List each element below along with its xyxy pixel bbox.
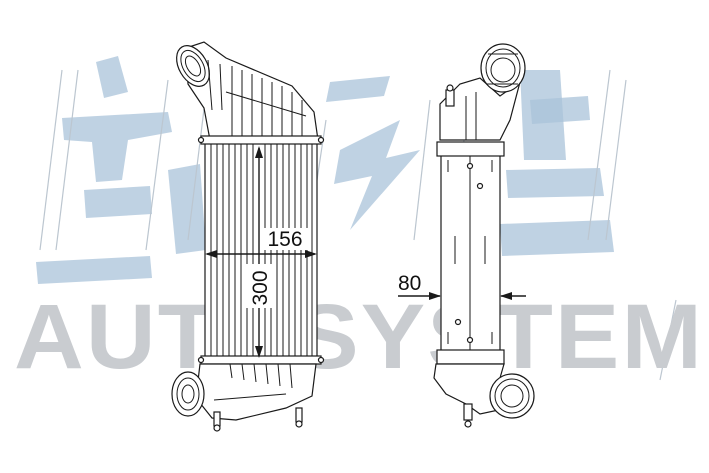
intercooler-front-view: 300 156 [171,41,325,432]
dimension-height: 300 [244,146,274,358]
side-top-inlet [439,43,526,141]
dimension-depth: 80 [398,272,526,300]
watermark-brand-text: AUTOSYSTEM [14,286,704,388]
side-bottom-outlet [433,363,535,428]
watermark-emblem [36,56,614,284]
front-top-inlet [176,41,319,141]
intercooler-side-view: 80 [398,43,535,428]
depth-dimension-label: 80 [398,272,421,295]
watermark: AUTOSYSTEM [14,56,704,388]
front-bottom-outlet [171,363,317,432]
front-core [197,135,325,365]
dimension-width: 156 [205,228,317,258]
height-dimension-label: 300 [249,270,272,305]
width-dimension-label: 156 [267,228,302,251]
side-core [436,141,505,365]
